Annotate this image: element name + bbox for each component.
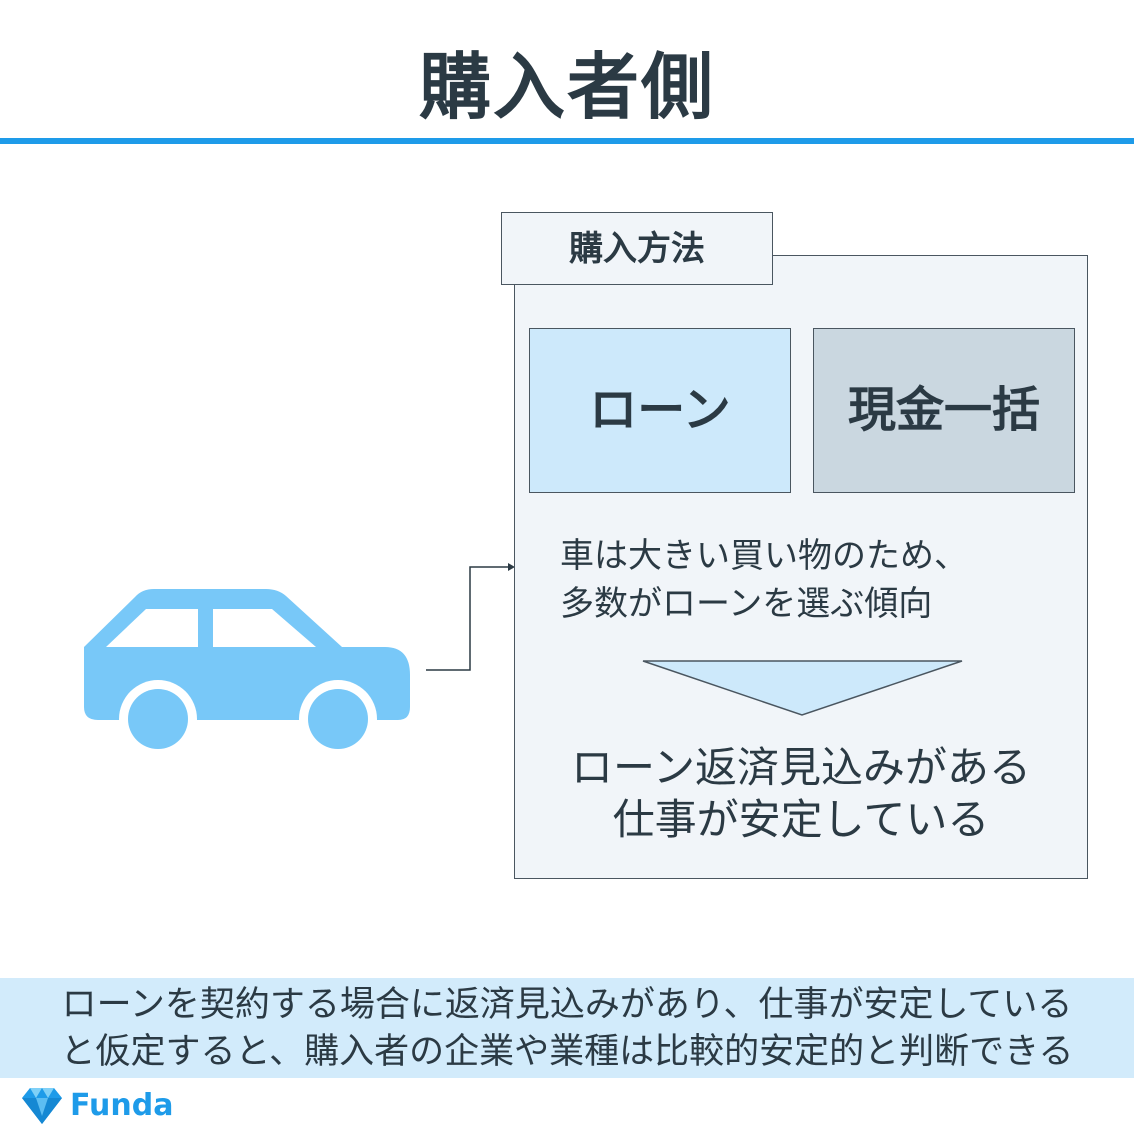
cash-option-box: 現金一括: [813, 328, 1075, 493]
note-line: 車は大きい買い物のため、: [560, 536, 968, 576]
conclusion-line: 仕事が安定している: [612, 795, 990, 844]
loan-tendency-note: 車は大きい買い物のため、 多数がローンを選ぶ傾向: [560, 532, 1060, 628]
conclusion-line: ローン返済見込みがある: [571, 743, 1031, 792]
down-arrow-icon: [642, 660, 963, 716]
car-icon: [84, 589, 410, 758]
conclusion-text: ローン返済見込みがある 仕事が安定している: [514, 742, 1088, 846]
note-line: 多数がローンを選ぶ傾向: [560, 584, 933, 624]
title-underline: [0, 138, 1134, 144]
footer-band: [0, 978, 1134, 1078]
loan-option-box: ローン: [529, 328, 791, 493]
purchase-method-tab: 購入方法: [501, 212, 773, 285]
gem-icon: [22, 1088, 62, 1124]
logo-wordmark: Funda: [70, 1088, 174, 1123]
footer-summary: ローンを契約する場合に返済見込みがあり、仕事が安定している と仮定すると、購入者…: [0, 982, 1134, 1076]
footer-line: と仮定すると、購入者の企業や業種は比較的安定的と判断できる: [60, 1032, 1074, 1072]
footer-line: ローンを契約する場合に返済見込みがあり、仕事が安定している: [61, 985, 1073, 1025]
funda-logo: Funda: [20, 1082, 220, 1130]
page-title: 購入者側: [418, 45, 715, 129]
